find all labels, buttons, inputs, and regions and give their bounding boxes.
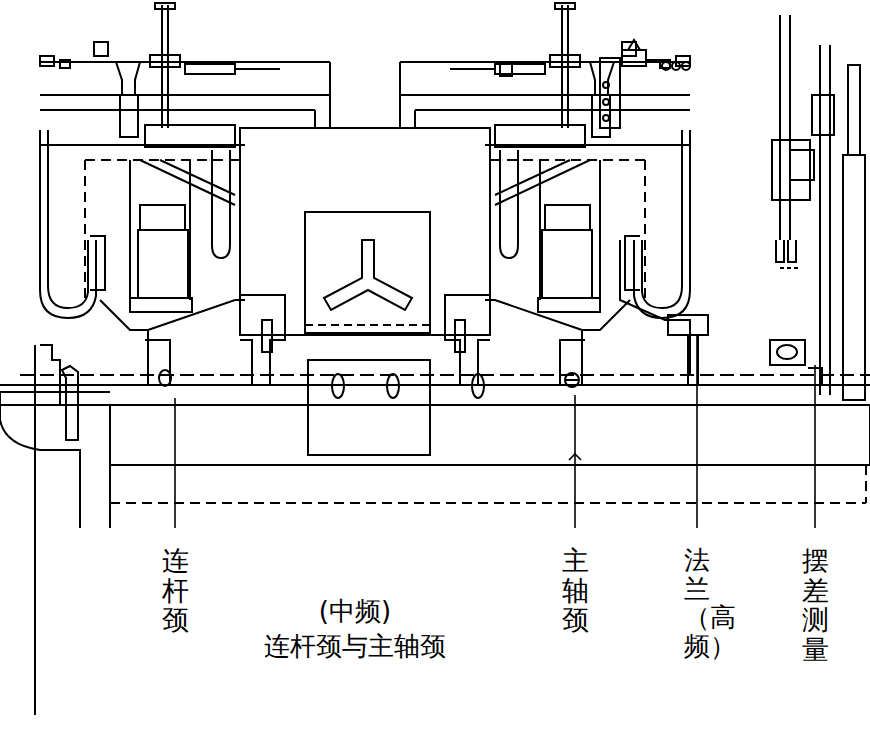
part-label: (中频) 连杆颈与主轴颈: [259, 594, 451, 664]
runout-gauge: [770, 15, 865, 400]
part-label: 主轴颈: [562, 546, 589, 635]
hardening-station: [40, 3, 330, 385]
machine-bed: [0, 345, 870, 715]
flange-station: [500, 40, 708, 385]
part-label: 法兰（高频）: [684, 546, 710, 660]
medium-frequency-transformer: [240, 128, 490, 385]
part-label: 摆差测量: [802, 546, 829, 665]
part-label: 连杆颈: [162, 546, 189, 635]
